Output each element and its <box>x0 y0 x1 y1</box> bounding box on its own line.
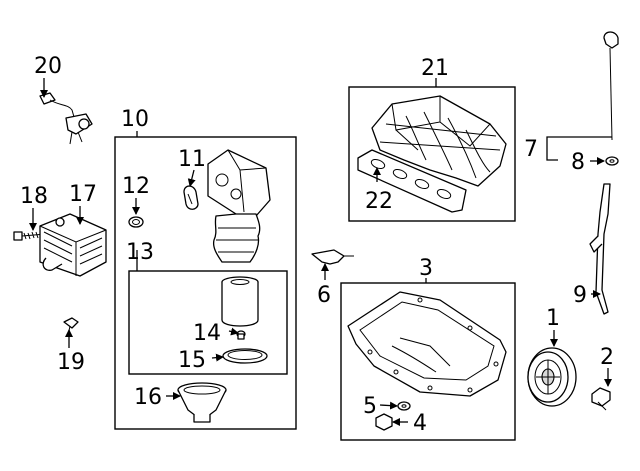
oil-filter-element-part-13[interactable] <box>221 276 259 327</box>
callout-21: 21 <box>421 56 449 81</box>
callout-numbers: 20 18 17 19 10 11 12 13 14 15 16 21 22 3… <box>20 54 614 436</box>
callout-9: 9 <box>573 283 587 308</box>
callout-13: 13 <box>126 240 154 265</box>
group-box-21 <box>348 86 516 222</box>
seal-part-14[interactable] <box>236 330 246 340</box>
callout-3: 3 <box>419 256 433 281</box>
callout-6: 6 <box>317 283 331 308</box>
callout-2: 2 <box>600 345 614 370</box>
callout-4: 4 <box>413 411 427 436</box>
oil-sensor-harness-part-20[interactable] <box>39 92 93 145</box>
oil-filter-housing-part-11[interactable] <box>207 149 271 263</box>
callout-10: 10 <box>121 107 149 132</box>
group-box-10 <box>114 136 297 430</box>
callout-7: 7 <box>524 137 538 162</box>
o-ring-part-15[interactable] <box>222 348 268 364</box>
washer-part-5[interactable] <box>397 401 411 411</box>
callout-8: 8 <box>571 150 585 175</box>
crankshaft-pulley-part-1[interactable] <box>527 347 577 407</box>
callout-19: 19 <box>57 350 85 375</box>
pulley-bolt-part-2[interactable] <box>591 387 611 411</box>
oil-pan-part-3[interactable] <box>347 291 507 397</box>
intake-manifold-part-21[interactable] <box>371 95 507 187</box>
bracket-part-6[interactable] <box>311 249 354 265</box>
callout-18: 18 <box>20 184 48 209</box>
leader-lines <box>29 78 612 426</box>
callout-20: 20 <box>34 54 62 79</box>
callout-5: 5 <box>363 394 377 419</box>
seal-ring-part-8[interactable] <box>605 156 619 166</box>
callout-11: 11 <box>178 147 206 172</box>
gasket-part-11[interactable] <box>183 185 199 210</box>
filter-cap-part-16[interactable] <box>177 382 227 423</box>
group-box-3 <box>340 282 516 441</box>
callout-12: 12 <box>122 174 150 199</box>
callout-16: 16 <box>134 385 162 410</box>
bolt-part-18[interactable] <box>13 231 47 241</box>
callout-1: 1 <box>546 306 560 331</box>
callout-14: 14 <box>193 321 221 346</box>
callout-22: 22 <box>365 189 393 214</box>
dipstick-tube-part-9[interactable] <box>589 183 611 315</box>
oil-cooler-part-17[interactable] <box>39 213 107 277</box>
o-ring-part-12[interactable] <box>128 216 144 228</box>
group-box-13 <box>128 270 288 375</box>
drain-plug-part-4[interactable] <box>375 413 393 431</box>
bolt-part-19[interactable] <box>63 317 79 337</box>
callout-17: 17 <box>69 182 97 207</box>
callout-15: 15 <box>178 348 206 373</box>
dipstick-part-7[interactable] <box>603 31 619 141</box>
